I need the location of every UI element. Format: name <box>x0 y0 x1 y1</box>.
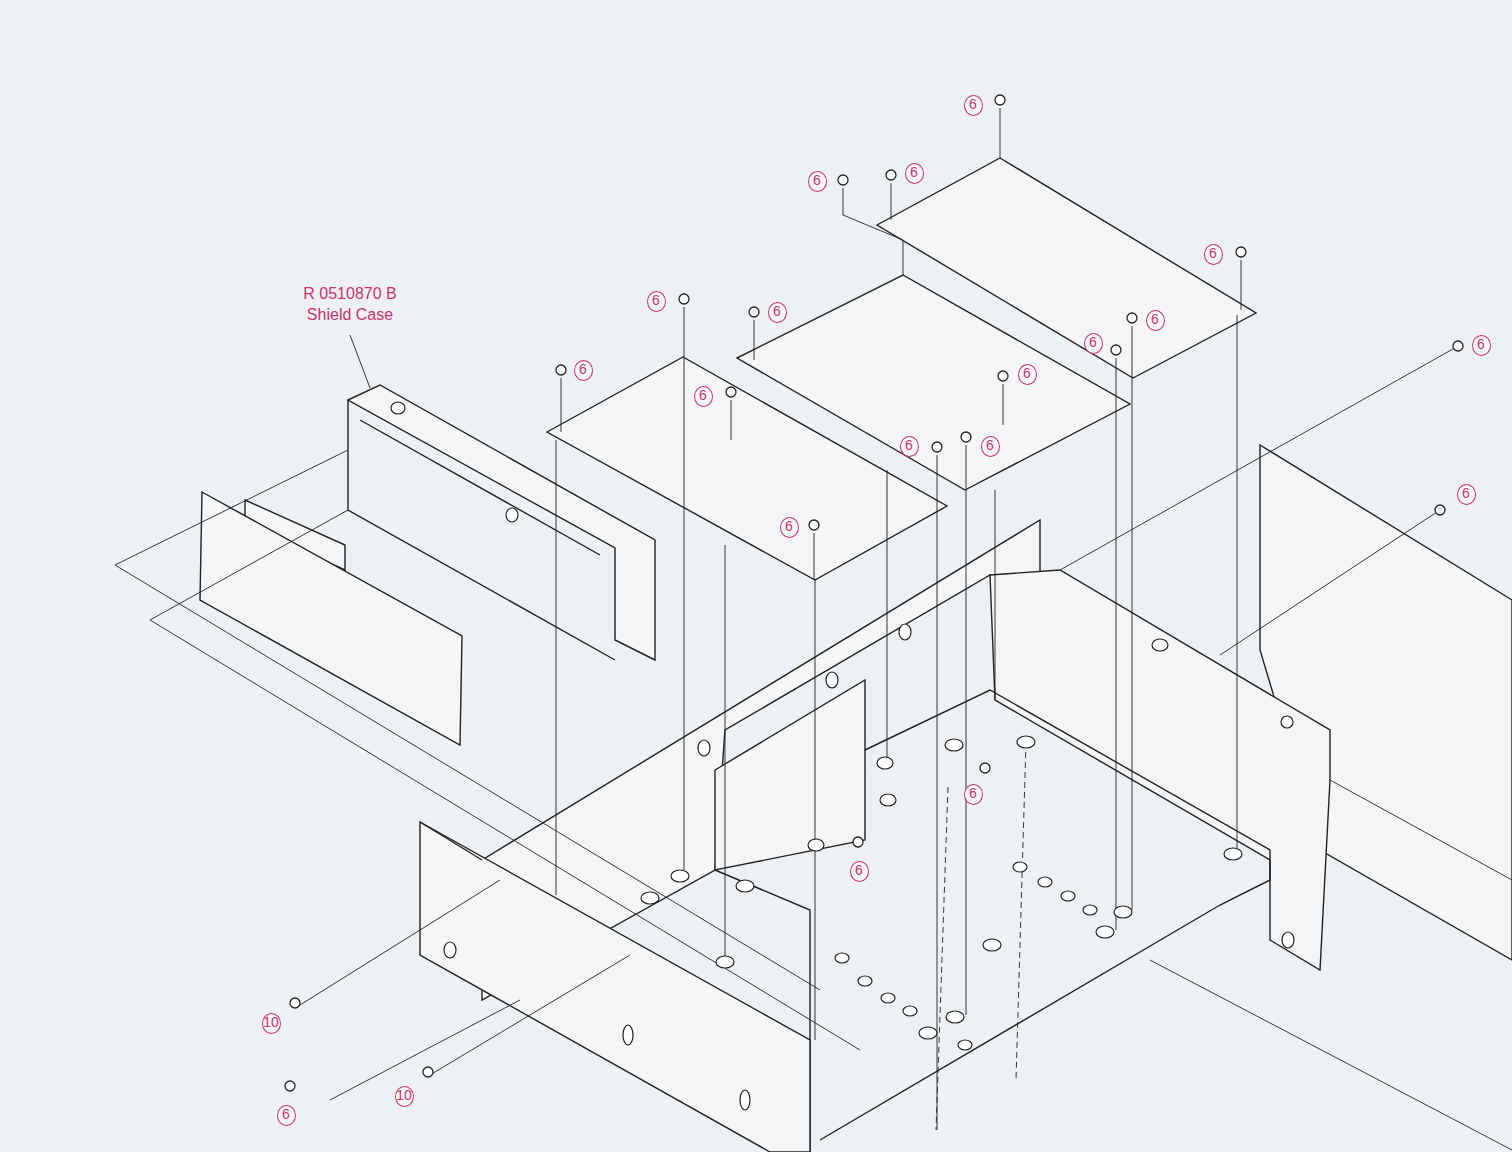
callout-number: 6 <box>964 784 983 805</box>
callout-number: 6 <box>574 360 593 381</box>
callout-number: 6 <box>808 171 827 192</box>
callout-number: 6 <box>981 436 1000 457</box>
callout-number: 6 <box>1472 335 1491 356</box>
callout-number: 6 <box>905 163 924 184</box>
callout-number: 6 <box>850 861 869 882</box>
callout-number: 6 <box>964 95 983 116</box>
callout-number: 6 <box>277 1105 296 1126</box>
callout-number: 10 <box>395 1086 414 1107</box>
callout-number: 6 <box>780 517 799 538</box>
part-label: R 0510870 B <box>301 285 398 303</box>
callout-number: 6 <box>1084 333 1103 354</box>
callout-number: 6 <box>768 302 787 323</box>
callout-number: 6 <box>900 436 919 457</box>
callout-number: 6 <box>694 386 713 407</box>
callout-number: 6 <box>647 291 666 312</box>
callout-number: 6 <box>1457 484 1476 505</box>
callout-number: 6 <box>1018 364 1037 385</box>
callout-number: 6 <box>1146 310 1165 331</box>
callout-number: 6 <box>1204 244 1223 265</box>
callout-number: 10 <box>262 1013 281 1034</box>
part-label: Shield Case <box>305 306 395 324</box>
